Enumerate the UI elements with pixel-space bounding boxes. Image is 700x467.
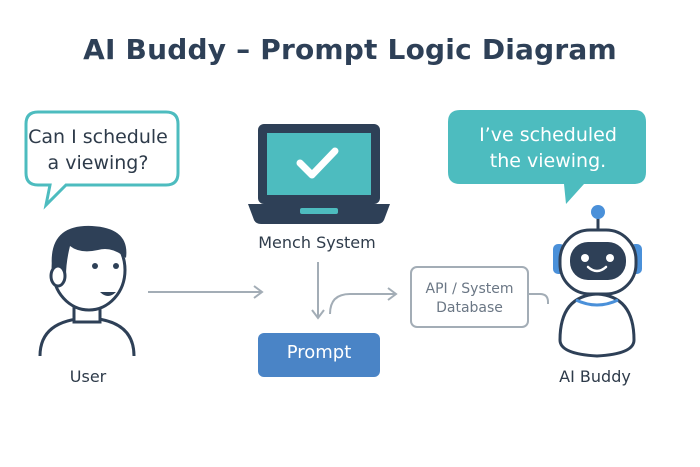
- laptop-check-icon: [248, 124, 390, 224]
- bot-bubble-text: I’ve scheduled the viewing.: [448, 122, 648, 174]
- arrow-system-to-prompt: [311, 262, 325, 320]
- api-label-line: Database: [436, 300, 503, 316]
- person-icon: [38, 225, 136, 357]
- bot-bubble-line: I’ve scheduled: [479, 124, 617, 146]
- bot-bubble-line: the viewing.: [489, 150, 607, 172]
- user-label: User: [69, 367, 107, 386]
- user-bubble-text: Can I schedule a viewing?: [22, 124, 174, 176]
- api-database-box: [410, 266, 529, 328]
- api-label-line: API / System: [425, 281, 514, 297]
- arrow-prompt-to-api: [329, 287, 398, 315]
- user-speech-bubble: [24, 110, 180, 210]
- user-bubble-line: a viewing?: [47, 152, 149, 174]
- bot-speech-bubble: [448, 110, 646, 204]
- api-database-label: API / System Database: [411, 280, 528, 318]
- diagram-title: AI Buddy – Prompt Logic Diagram: [83, 33, 617, 66]
- user-bubble-line: Can I schedule: [28, 126, 168, 148]
- robot-icon: [553, 205, 642, 358]
- arrow-user-to-prompt: [148, 285, 264, 299]
- system-label: Mench System: [258, 233, 376, 252]
- prompt-label: Prompt: [286, 342, 352, 363]
- bot-label: AI Buddy: [559, 367, 631, 386]
- prompt-box: [258, 333, 380, 377]
- connector-api-to-bot: [528, 293, 549, 304]
